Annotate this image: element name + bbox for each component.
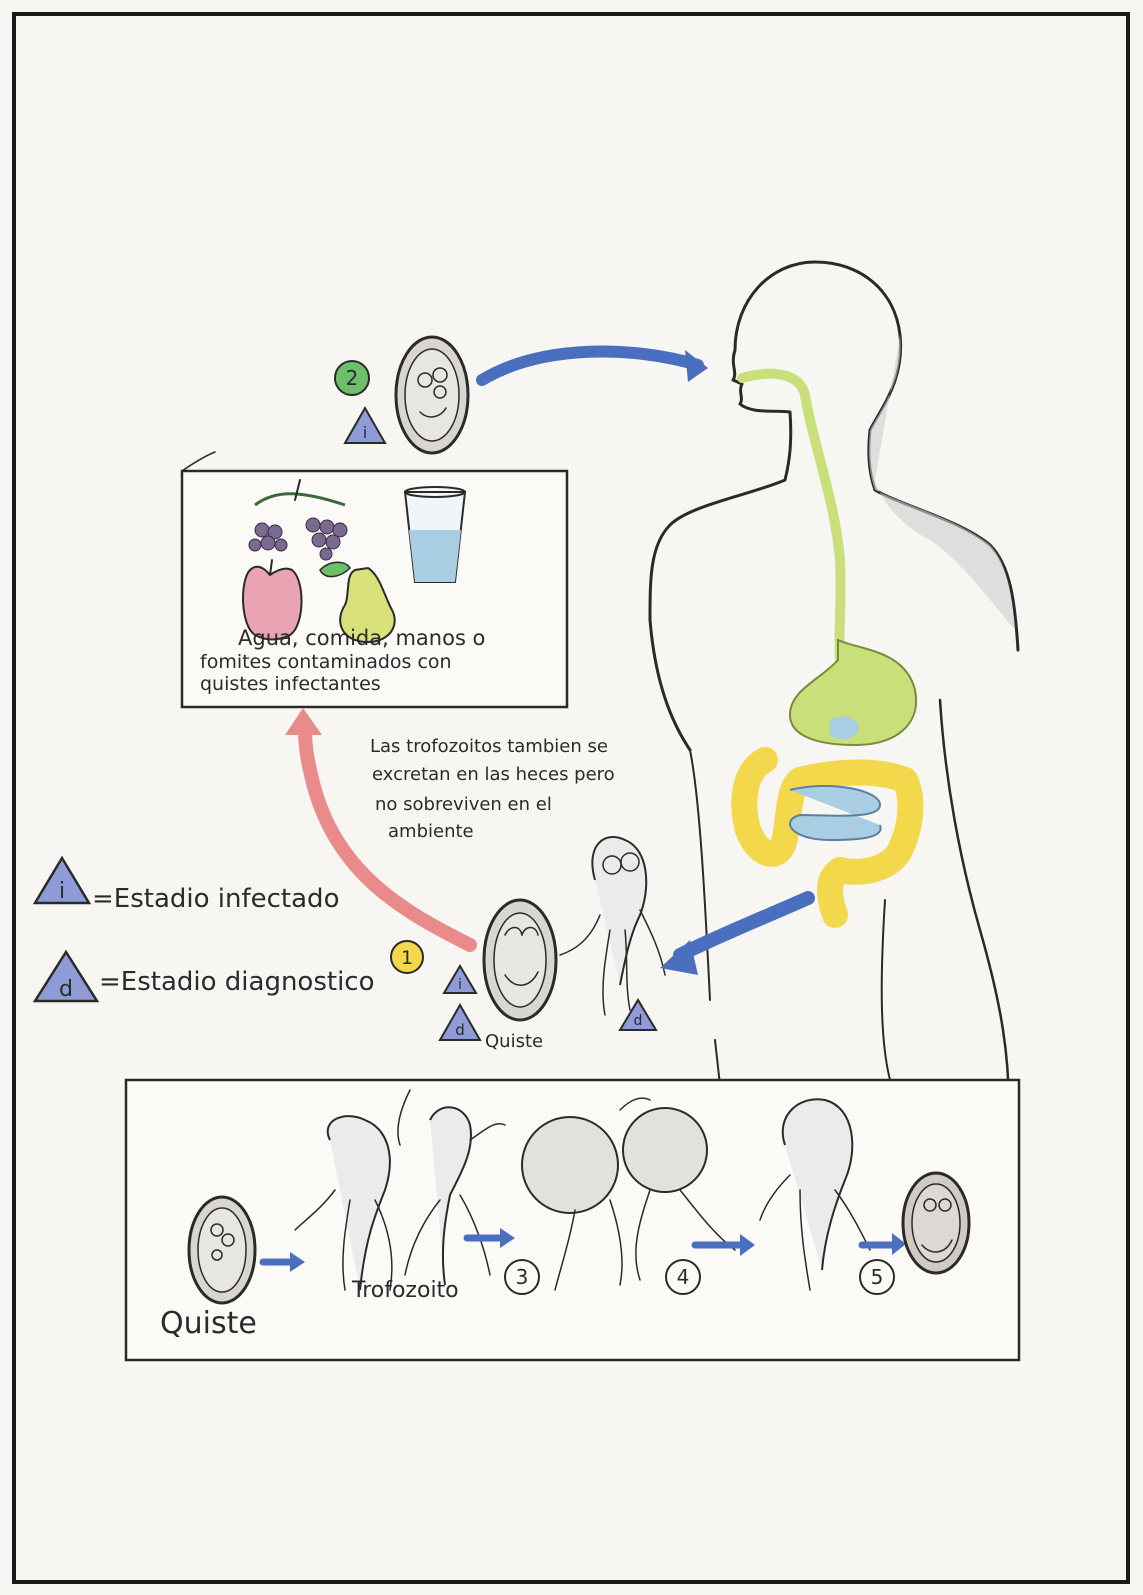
stage-2-number: 2	[346, 366, 359, 390]
diagnostic-triangle-trophozoite: d	[620, 1000, 656, 1030]
infective-triangle-stage-2: i	[345, 408, 385, 443]
stage-4-number: 4	[677, 1265, 690, 1289]
note-line-2: excretan en las heces pero	[372, 764, 615, 785]
legend-infective-label: =Estadio infectado	[92, 884, 339, 914]
legend: i =Estadio infectado d =Estadio diagnost…	[35, 858, 375, 1002]
small-intestine	[790, 786, 881, 840]
stage-3-number: 3	[516, 1265, 529, 1289]
digestive-tract	[742, 374, 916, 915]
note-line-4: ambiente	[388, 821, 474, 842]
box-text-line-3: quistes infectantes	[200, 673, 381, 695]
stage-1-number: 1	[401, 947, 413, 969]
svg-text:d: d	[634, 1013, 643, 1029]
panel-label-trofozoito: Trofozoito	[351, 1278, 459, 1303]
svg-text:i: i	[59, 879, 65, 904]
liver-spot	[830, 716, 858, 739]
infective-triangle-stage-1: i	[444, 966, 476, 993]
trophozoite-note: Las trofozoitos tambien se excretan en l…	[370, 736, 615, 842]
arrow-ingestion-head	[685, 350, 708, 382]
svg-text:i: i	[458, 977, 462, 993]
note-line-3: no sobreviven en el	[375, 794, 552, 815]
arrow-ingestion	[482, 351, 698, 380]
panel-cyst-left	[189, 1197, 255, 1303]
diagnostic-triangle-cyst: d	[440, 1005, 480, 1040]
glass-of-water-icon	[405, 487, 465, 582]
stage-1-group: 1 i d Quiste d	[391, 837, 665, 1052]
panel-cyst-right	[903, 1173, 969, 1273]
cyst-label-stage-1: Quiste	[485, 1031, 543, 1052]
svg-text:i: i	[363, 423, 367, 442]
cyst-top	[396, 337, 468, 453]
cyst-stage-1	[484, 900, 556, 1020]
panel-label-quiste: Quiste	[160, 1306, 257, 1341]
legend-diagnostic-label: =Estadio diagnostico	[99, 967, 375, 997]
note-line-1: Las trofozoitos tambien se	[370, 736, 608, 757]
trophozoite-stage-1	[560, 837, 665, 1015]
svg-text:d: d	[455, 1021, 465, 1039]
legend-infective: i =Estadio infectado	[35, 858, 339, 914]
svg-text:d: d	[59, 977, 73, 1002]
stage-5-number: 5	[871, 1265, 884, 1289]
contamination-box: Agua, comida, manos o fomites contaminad…	[182, 452, 567, 707]
box-text-line-2: fomites contaminados con	[200, 651, 452, 673]
stage-2-group: 2 i	[335, 337, 708, 453]
arrow-excretion	[680, 898, 808, 955]
legend-diagnostic: d =Estadio diagnostico	[35, 952, 375, 1002]
box-text-line-1: Agua, comida, manos o	[238, 626, 485, 650]
arrow-to-environment-head	[285, 708, 322, 735]
replication-panel: Quiste Trofozoito 3 4 5	[126, 1080, 1019, 1360]
